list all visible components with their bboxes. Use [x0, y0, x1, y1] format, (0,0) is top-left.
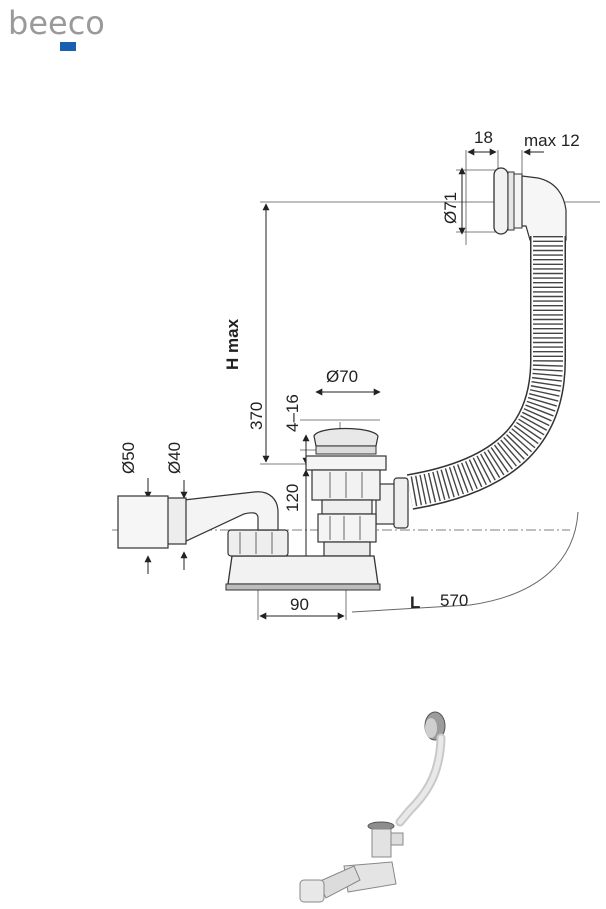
label-d50: Ø50	[119, 442, 138, 474]
corrugated-hose	[406, 236, 566, 510]
label-4-16: 4–16	[283, 394, 302, 432]
beeco-logo: beeco	[8, 4, 105, 51]
trap-siphon	[117, 491, 381, 591]
overflow-head	[493, 167, 567, 241]
logo-accent-block	[60, 42, 76, 51]
drain-body	[305, 427, 387, 557]
label-d40: Ø40	[165, 442, 184, 474]
bath-waste-overflow-photo-icon	[299, 711, 446, 903]
label-l: L	[410, 593, 420, 612]
label-d70: Ø70	[326, 367, 358, 386]
label-120: 120	[283, 484, 302, 512]
label-18: 18	[474, 128, 493, 147]
bath-outline	[351, 511, 579, 613]
label-570: 570	[440, 591, 468, 610]
label-90: 90	[290, 595, 309, 614]
logo-wordmark: beeco	[8, 4, 105, 42]
hose-connector	[375, 477, 409, 529]
label-hmax: H max	[223, 318, 242, 370]
label-370: 370	[247, 402, 266, 430]
label-max12: max 12	[524, 131, 580, 150]
label-d71: Ø71	[441, 192, 460, 224]
